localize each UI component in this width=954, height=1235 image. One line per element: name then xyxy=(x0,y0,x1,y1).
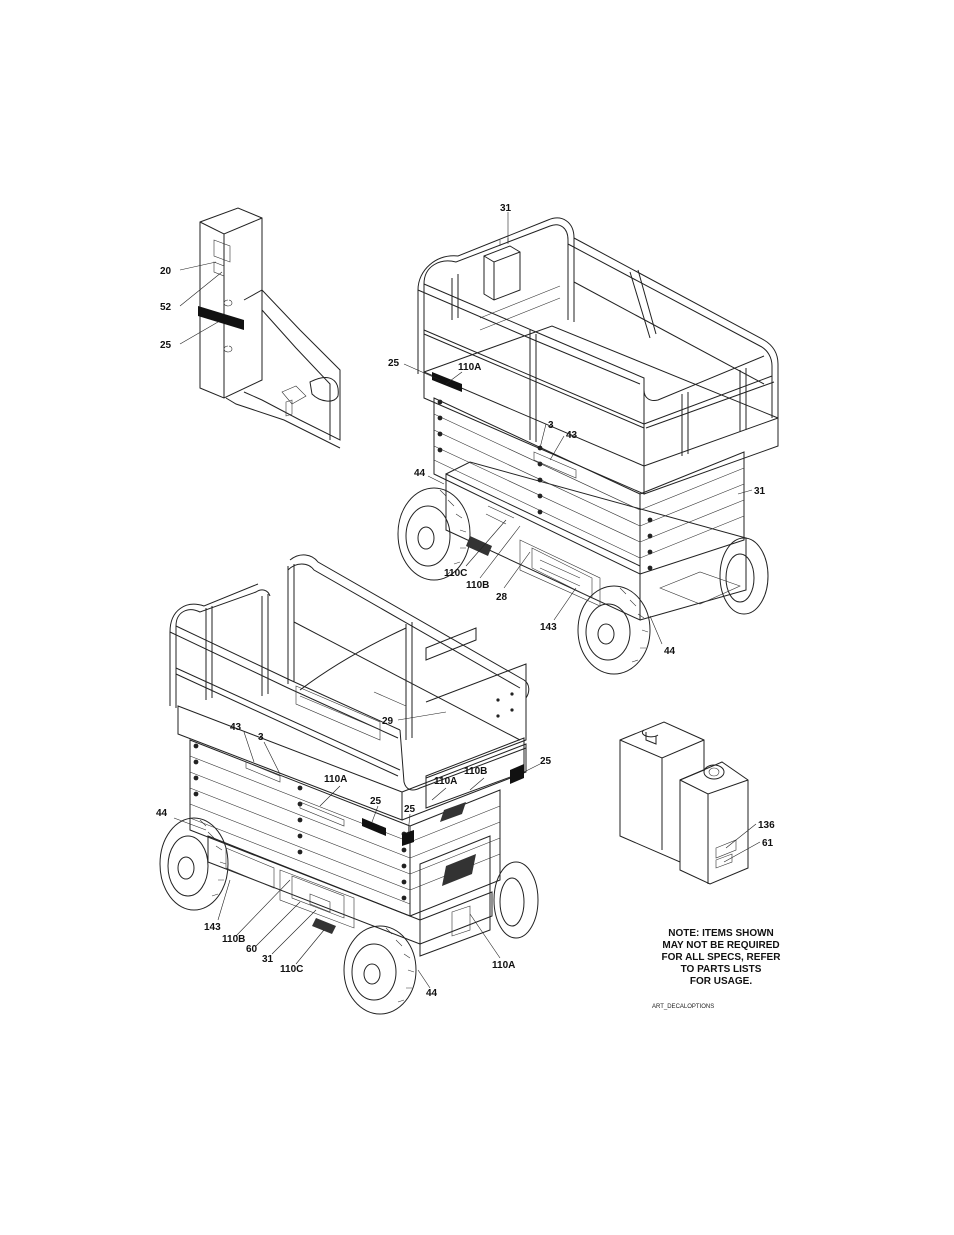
callout-52: 52 xyxy=(160,302,172,313)
lower-jlg-logo-deck xyxy=(440,802,466,822)
callout-3: 3 xyxy=(548,420,554,431)
callout-31: 31 xyxy=(500,203,512,214)
upper-front-left-wheel xyxy=(398,488,470,580)
lower-scissor-lift xyxy=(160,555,538,1014)
callout-31: 31 xyxy=(754,486,766,497)
upper-jlg-logo xyxy=(466,536,492,556)
usage-note-line: FOR USAGE. xyxy=(646,976,796,988)
callout-110a: 110A xyxy=(458,362,481,373)
callout-43: 43 xyxy=(566,430,578,441)
art-reference: ART_DECALOPTIONS xyxy=(652,1004,714,1010)
hazard-stripe-decal xyxy=(198,306,244,330)
lower-front-left-wheel xyxy=(344,926,416,1014)
callout-43: 43 xyxy=(230,722,242,733)
usage-note: NOTE: ITEMS SHOWN MAY NOT BE REQUIRED FO… xyxy=(646,928,796,988)
callout-25: 25 xyxy=(540,756,552,767)
callout-110c: 110C xyxy=(444,568,467,579)
callout-44: 44 xyxy=(664,646,676,657)
callout-143: 143 xyxy=(204,922,221,933)
callout-31: 31 xyxy=(262,954,274,965)
lower-jlg-logo-chassis xyxy=(312,918,336,934)
callout-110a: 110A xyxy=(434,776,457,787)
callout-44: 44 xyxy=(156,808,168,819)
callout-44: 44 xyxy=(426,988,438,999)
callout-28: 28 xyxy=(496,592,508,603)
hydraulic-tank xyxy=(620,722,748,884)
upper-hazard-decal xyxy=(432,372,462,392)
upper-front-right-wheel xyxy=(578,586,650,674)
usage-note-line: TO PARTS LISTS xyxy=(646,964,796,976)
callout-25: 25 xyxy=(160,340,172,351)
usage-note-line: MAY NOT BE REQUIRED xyxy=(646,940,796,952)
lower-hazard-decal-center xyxy=(362,818,386,836)
callout-60: 60 xyxy=(246,944,258,955)
callout-20: 20 xyxy=(160,266,172,277)
lower-scissor-pins xyxy=(194,744,407,901)
lower-jlg-logo-box xyxy=(442,854,476,886)
callout-29: 29 xyxy=(382,716,394,727)
upper-scissor-lift xyxy=(398,218,778,674)
callout-110b: 110B xyxy=(466,580,489,591)
upper-guardrails xyxy=(418,218,778,466)
callout-110b: 110B xyxy=(222,934,245,945)
lower-hazard-decal-right xyxy=(510,764,524,784)
upper-control-box xyxy=(484,238,520,300)
callout-61: 61 xyxy=(762,838,774,849)
callout-110a: 110A xyxy=(324,774,347,785)
callout-110b: 110B xyxy=(464,766,487,777)
callout-25: 25 xyxy=(404,804,416,815)
callout-labels: 20 52 25 31 25 110A 3 43 44 31 110C 110B… xyxy=(156,203,775,999)
callout-110a: 110A xyxy=(492,960,515,971)
callout-110c: 110C xyxy=(280,964,303,975)
lower-front-right-wheel xyxy=(494,862,538,938)
usage-note-line: NOTE: ITEMS SHOWN xyxy=(646,928,796,940)
callout-25: 25 xyxy=(370,796,382,807)
callout-25: 25 xyxy=(388,358,400,369)
usage-note-line: FOR ALL SPECS, REFER xyxy=(646,952,796,964)
upper-rear-right-wheel xyxy=(720,538,768,614)
callout-44: 44 xyxy=(414,468,426,479)
inset-control-panel xyxy=(198,208,340,448)
callout-136: 136 xyxy=(758,820,775,831)
callout-3: 3 xyxy=(258,732,264,743)
callout-143: 143 xyxy=(540,622,557,633)
